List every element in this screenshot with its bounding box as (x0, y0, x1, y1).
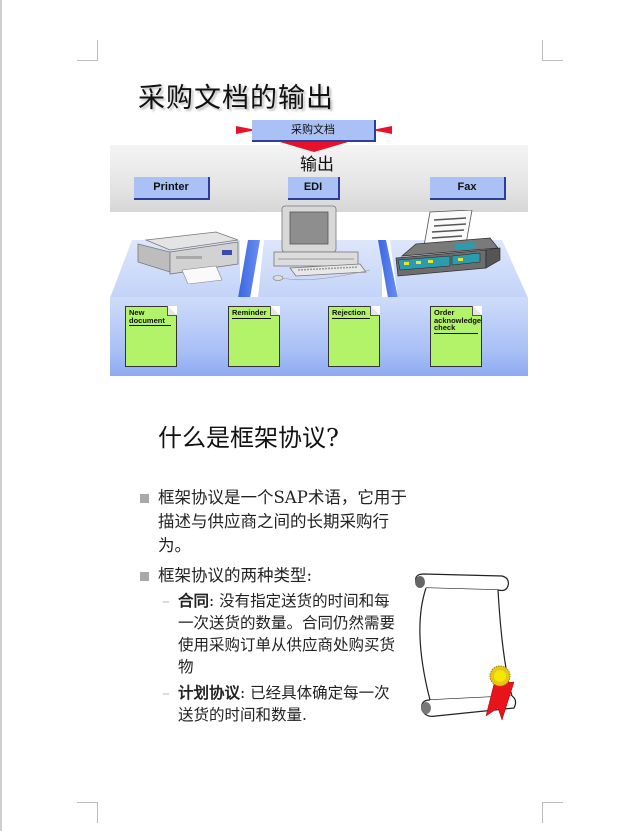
channel-fax: Fax (430, 177, 506, 200)
sub-bullet-item: – 合同: 没有指定送货的时间和每一次送货的数量。合同仍然需要使用采购订单从供应… (162, 592, 396, 676)
channel-printer: Printer (134, 177, 210, 200)
message-reminder: Reminder (228, 306, 280, 367)
printer-icon (137, 231, 239, 284)
channel-edi: EDI (288, 177, 340, 200)
arrow-wing-right (372, 126, 392, 134)
output-diagram: 采购文档 输出 Printer EDI Fax (110, 118, 528, 378)
message-new-document: New document (125, 306, 177, 367)
page-fold-icon (370, 306, 380, 316)
message-order-acknowledge-check: Order acknowledge check (430, 306, 482, 367)
crop-mark-bottom-right (542, 802, 563, 823)
dash-bullet-icon: – (162, 592, 170, 610)
section-title: 什么是框架协议? (158, 424, 339, 452)
bullet-square-icon (140, 494, 149, 503)
page-fold-icon (472, 306, 482, 316)
crop-mark-top-right (542, 40, 563, 61)
arrow-wing-left (236, 126, 256, 134)
dash-bullet-icon: – (162, 684, 170, 702)
crop-mark-top-left (77, 40, 98, 61)
fax-icon (395, 210, 501, 277)
bullet-square-icon (140, 572, 149, 581)
bullet-item: 框架协议是一个SAP术语，它用于描述与供应商之间的长期采购行为。 (140, 486, 410, 558)
page-left-edge (0, 0, 2, 831)
crop-mark-bottom-left (77, 802, 98, 823)
bullet-item: 框架协议的两种类型: (140, 564, 410, 588)
slide-title: 采购文档的输出 (138, 83, 334, 114)
message-rejection: Rejection (328, 306, 380, 367)
arrow-down-icon (280, 142, 348, 152)
bullet-list: 框架协议是一个SAP术语，它用于描述与供应商之间的长期采购行为。 框架协议的两种… (140, 486, 410, 726)
page-fold-icon (270, 306, 280, 316)
output-label: 输出 (300, 155, 334, 175)
source-document-box: 采购文档 (252, 120, 376, 142)
sub-bullet-item: – 计划协议: 已经具体确定每一次送货的时间和数量. (162, 684, 390, 724)
computer-icon (272, 205, 371, 281)
page-fold-icon (167, 306, 177, 316)
scroll-certificate-icon (415, 573, 517, 721)
